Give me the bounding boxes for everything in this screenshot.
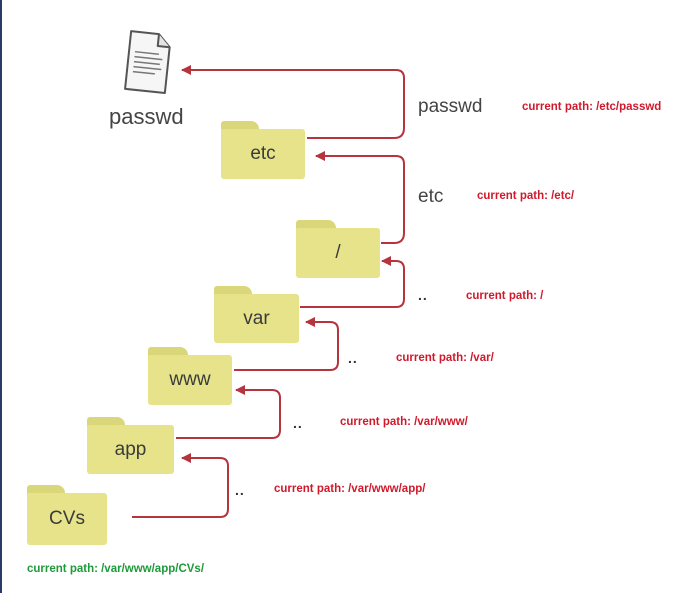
path-note-root: current path: / xyxy=(466,290,544,302)
arrow-app-to-www xyxy=(176,385,281,439)
folder-app: app xyxy=(87,417,174,474)
folder-cvs: CVs xyxy=(27,485,107,545)
folder-var-label: var xyxy=(243,307,270,329)
arrow-etc-to-passwd xyxy=(181,65,405,139)
path-note-passwd: current path: /etc/passwd xyxy=(522,101,662,113)
step-label-up-www: .. xyxy=(293,415,303,431)
document-icon xyxy=(124,30,171,95)
folder-etc: etc xyxy=(221,121,305,179)
path-note-www: current path: /var/www/ xyxy=(340,416,468,428)
folder-www: www xyxy=(148,347,232,405)
folder-var: var xyxy=(214,286,299,343)
path-note-app: current path: /var/www/app/ xyxy=(274,483,426,495)
step-label-up-root: .. xyxy=(418,287,428,303)
folder-root-label: / xyxy=(335,242,341,263)
path-note-start: current path: /var/www/app/CVs/ xyxy=(27,563,205,575)
step-label-up-var: .. xyxy=(348,350,358,366)
path-note-etc: current path: /etc/ xyxy=(477,190,575,202)
arrow-var-to-root xyxy=(300,256,405,308)
left-border xyxy=(0,0,2,593)
step-label-up-app: .. xyxy=(235,482,245,498)
path-note-var: current path: /var/ xyxy=(396,352,494,364)
folder-root: / xyxy=(296,220,380,278)
folder-cvs-label: CVs xyxy=(49,508,85,529)
folder-app-label: app xyxy=(114,438,147,460)
arrow-root-to-etc xyxy=(315,151,405,244)
passwd-file-label: passwd xyxy=(109,104,184,129)
folder-etc-label: etc xyxy=(250,143,276,164)
step-label-passwd: passwd xyxy=(418,96,483,117)
arrow-www-to-var xyxy=(234,317,339,371)
arrow-cvs-to-app xyxy=(132,453,229,518)
step-label-etc: etc xyxy=(418,186,444,207)
folder-www-label: www xyxy=(169,369,211,390)
